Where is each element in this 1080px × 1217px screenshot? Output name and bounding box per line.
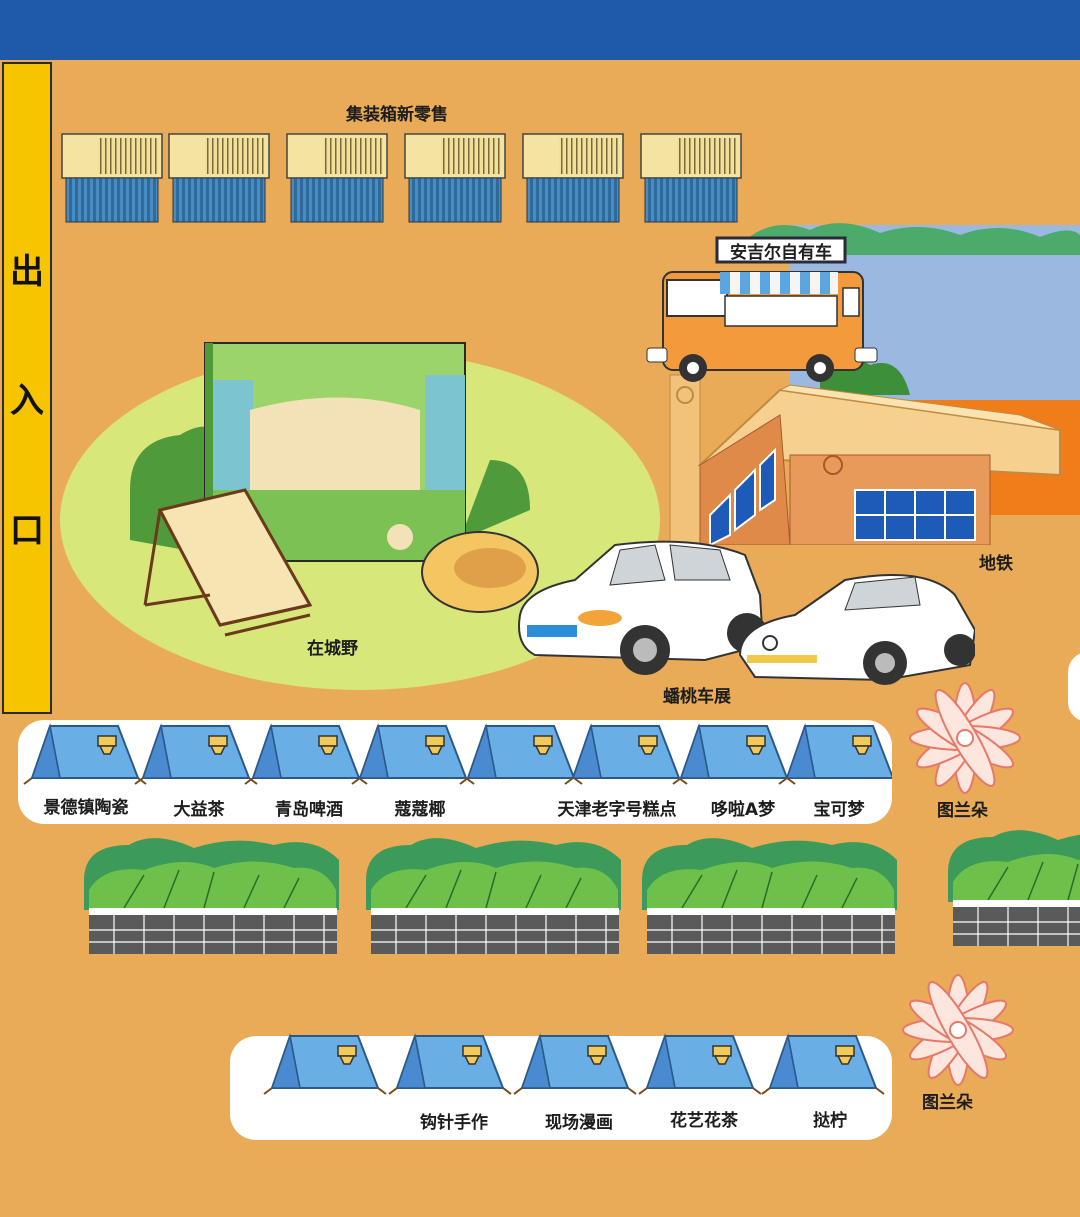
top-bar	[0, 0, 1080, 60]
tent-label-jingdezhen: 景德镇陶瓷	[43, 798, 129, 818]
food-truck	[646, 236, 878, 382]
container-2	[168, 133, 270, 223]
car-show-label: 蟠桃车展	[663, 687, 731, 707]
exit-entrance-bar: 出 入 口	[2, 62, 52, 714]
hedge-bed-1	[83, 837, 340, 955]
tent-row-2-tents	[263, 1035, 885, 1095]
tent-label-doraemon: 哆啦A梦	[710, 800, 776, 820]
metro-label: 地铁	[979, 554, 1013, 574]
suv-car	[518, 540, 767, 675]
container-3	[286, 133, 388, 223]
container-5	[522, 133, 624, 223]
flower-2	[902, 974, 1014, 1086]
sedan-car	[738, 574, 975, 685]
hedge-beds	[83, 830, 1080, 955]
tent-label-floral-tea: 花艺花茶	[670, 1111, 738, 1131]
tent-label-taning: 挞柠	[813, 1111, 847, 1131]
edge-marker	[1068, 652, 1080, 722]
tent-label-live-comics: 现场漫画	[545, 1113, 613, 1133]
tent-label-dayi-tea: 大益茶	[173, 800, 225, 820]
tent-label-crochet: 钩针手作	[420, 1113, 488, 1133]
camp-label: 在城野	[307, 639, 358, 659]
tent-label-coco: 蔻蔻椰	[394, 800, 446, 820]
hedge-bed-2	[365, 837, 622, 955]
container-retail-label: 集装箱新零售	[346, 105, 448, 125]
food-truck-label: 安吉尔自有车	[730, 243, 832, 263]
exit-char-2: 入	[10, 381, 44, 422]
camp-area	[60, 342, 660, 690]
tent-row-2: 钩针手作 现场漫画 花艺花茶 挞柠	[230, 1035, 892, 1140]
car-show-cars	[518, 540, 975, 685]
tent-label-tianjin-pastry: 天津老字号糕点	[557, 800, 677, 820]
hedge-bed-4	[947, 830, 1080, 947]
container-1	[61, 133, 163, 223]
container-6	[640, 133, 742, 223]
shipping-containers	[61, 133, 742, 223]
tent-row-1-tents	[23, 725, 892, 785]
tent-row-1: 景德镇陶瓷 大益茶 青岛啤酒 蔻蔻椰 天津老字号糕点 哆啦A梦 宝可梦	[18, 720, 892, 824]
tent-label-tsingtao: 青岛啤酒	[275, 800, 343, 820]
flower-1-label: 图兰朵	[937, 801, 988, 821]
tent-label-pokemon: 宝可梦	[813, 800, 865, 820]
flower-1	[909, 682, 1021, 794]
flower-2-label: 图兰朵	[922, 1093, 973, 1113]
hedge-bed-3	[641, 837, 898, 955]
container-4	[404, 133, 506, 223]
exit-char-1: 出	[10, 252, 44, 293]
exit-char-3: 口	[10, 510, 44, 551]
